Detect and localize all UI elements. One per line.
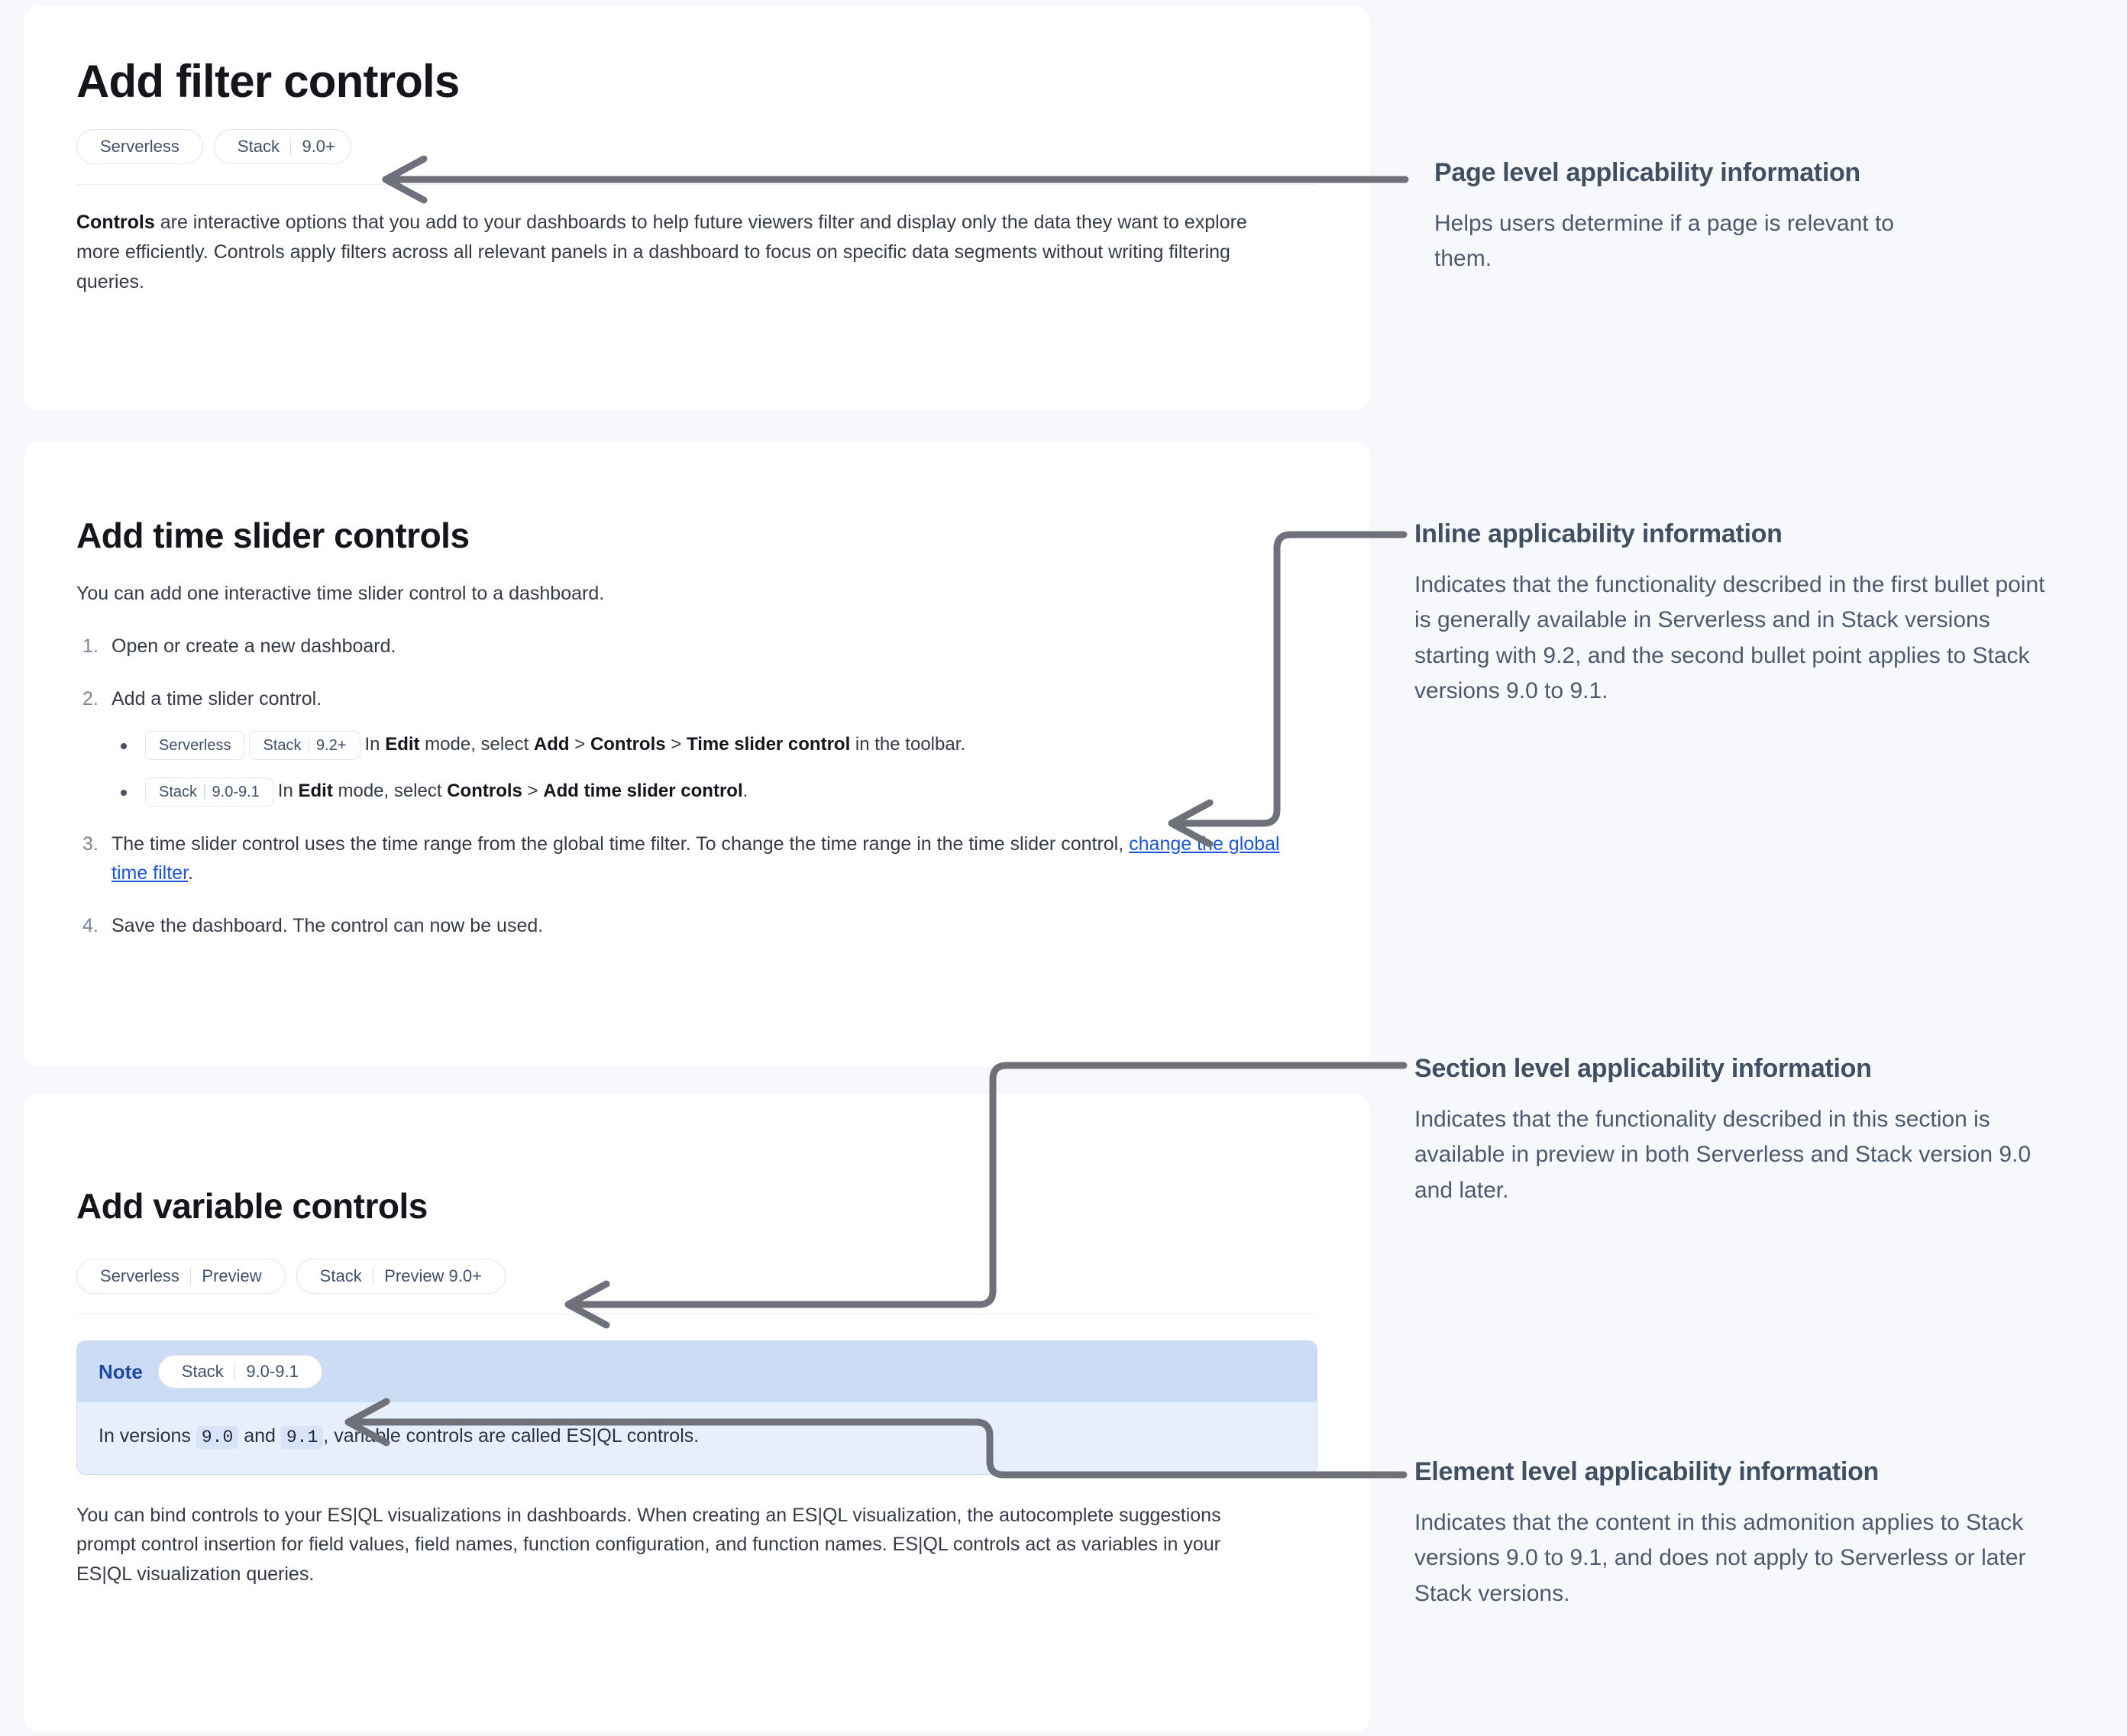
annotation-title: Section level applicability information bbox=[1414, 1054, 1872, 1083]
badge-serverless-preview[interactable]: Serverless Preview bbox=[76, 1259, 286, 1294]
note-chip-separator bbox=[234, 1363, 236, 1380]
chip-stack-version: 9.2+ bbox=[316, 736, 347, 754]
step-text-tail: . bbox=[188, 862, 193, 884]
step-item: Add a time slider control. Serverless St… bbox=[76, 684, 1317, 807]
badge-stack-version: 9.0+ bbox=[302, 137, 335, 156]
chip-separator bbox=[204, 784, 205, 800]
bullet-text: In Edit mode, select Controls > Add time… bbox=[277, 780, 748, 801]
step-item: Open or create a new dashboard. bbox=[76, 632, 1317, 661]
inline-code: 9.1 bbox=[280, 1426, 324, 1449]
annotation-title: Inline applicability information bbox=[1414, 519, 1783, 548]
badge-stack-label: Stack bbox=[237, 137, 280, 156]
chip-stack[interactable]: Stack 9.0-9.1 bbox=[145, 777, 273, 807]
page-intro-rest: are interactive options that you add to … bbox=[76, 212, 1247, 293]
step-text: Add a time slider control. bbox=[112, 687, 322, 710]
badge-serverless-version: Preview bbox=[202, 1266, 262, 1285]
section-title-time-slider: Add time slider controls bbox=[76, 516, 470, 555]
note-chip-version: 9.0-9.1 bbox=[246, 1362, 299, 1381]
annotation-text: Indicates that the functionality describ… bbox=[1414, 571, 2045, 704]
step-item: Save the dashboard. The control can now … bbox=[76, 911, 1317, 941]
chip-stack[interactable]: Stack 9.2+ bbox=[249, 730, 360, 760]
note-chip-stack[interactable]: Stack 9.0-9.1 bbox=[157, 1355, 322, 1388]
badge-separator bbox=[189, 1268, 192, 1285]
doc-card-time-slider: Add time slider controls You can add one… bbox=[24, 441, 1369, 1066]
page-intro-bold: Controls bbox=[76, 212, 155, 233]
badge-serverless[interactable]: Serverless bbox=[76, 129, 203, 164]
time-slider-lead: You can add one interactive time slider … bbox=[76, 583, 605, 604]
annotation-element-level: Element level applicability information … bbox=[1414, 1456, 2067, 1612]
annotation-text: Helps users determine if a page is relev… bbox=[1434, 210, 1894, 272]
annotation-title: Page level applicability information bbox=[1434, 158, 1860, 187]
chip-serverless[interactable]: Serverless bbox=[145, 730, 245, 760]
chip-stack-version: 9.0-9.1 bbox=[212, 783, 260, 800]
chip-serverless-label: Serverless bbox=[159, 736, 231, 754]
chip-separator bbox=[308, 738, 310, 753]
header-divider bbox=[76, 184, 1317, 185]
step-text: Save the dashboard. The control can now … bbox=[112, 915, 544, 937]
step-bullets: Serverless Stack 9.2+ In Edit mode, sele… bbox=[112, 730, 1317, 807]
badge-stack-label: Stack bbox=[319, 1266, 362, 1285]
bullet-text: In Edit mode, select Add > Controls > Ti… bbox=[364, 734, 966, 755]
section-applicability-badges: Serverless Preview Stack Preview 9.0+ bbox=[76, 1259, 1317, 1294]
annotation-title: Element level applicability information bbox=[1414, 1457, 1880, 1486]
note-label: Note bbox=[99, 1359, 143, 1383]
step-text: Open or create a new dashboard. bbox=[112, 635, 396, 657]
step-text: The time slider control uses the time ra… bbox=[112, 832, 1130, 855]
note-body-text: In versions 9.0 and 9.1, variable contro… bbox=[99, 1425, 700, 1449]
section-title-variable: Add variable controls bbox=[76, 1186, 428, 1226]
badge-serverless-label: Serverless bbox=[100, 1266, 179, 1285]
doc-card-variable-controls: Add variable controls Serverless Preview… bbox=[24, 1094, 1369, 1732]
note-chip-label: Stack bbox=[181, 1362, 224, 1381]
annotation-text: Indicates that the content in this admon… bbox=[1414, 1509, 2026, 1606]
annotation-section-level: Section level applicability information … bbox=[1414, 1052, 2067, 1208]
page-applicability-badges: Serverless Stack 9.0+ bbox=[76, 129, 1317, 164]
doc-card-page-header: Add filter controls Serverless Stack 9.0… bbox=[24, 6, 1369, 411]
annotation-inline-level: Inline applicability information Indicat… bbox=[1414, 518, 2067, 710]
note-body: In versions 9.0 and 9.1, variable contro… bbox=[77, 1402, 1317, 1474]
note-text-run: In versions bbox=[99, 1425, 196, 1447]
list-item: Stack 9.0-9.1 In Edit mode, select Contr… bbox=[112, 777, 1317, 807]
page-intro-paragraph: Controls are interactive options that yo… bbox=[76, 208, 1275, 296]
badge-separator bbox=[372, 1268, 374, 1285]
annotation-page-level: Page level applicability information Hel… bbox=[1434, 157, 1923, 277]
variable-paragraph: You can bind controls to your ES|QL visu… bbox=[76, 1504, 1221, 1586]
page-title: Add filter controls bbox=[76, 56, 460, 107]
step-item: The time slider control uses the time ra… bbox=[76, 829, 1314, 889]
badge-stack-version: Preview 9.0+ bbox=[384, 1266, 482, 1285]
note-header: Note Stack 9.0-9.1 bbox=[77, 1341, 1317, 1402]
badge-serverless-label: Serverless bbox=[100, 137, 179, 156]
list-item: Serverless Stack 9.2+ In Edit mode, sele… bbox=[112, 730, 1317, 760]
badge-stack-preview[interactable]: Stack Preview 9.0+ bbox=[296, 1259, 506, 1294]
chip-stack-label: Stack bbox=[159, 783, 198, 800]
inline-code: 9.0 bbox=[196, 1426, 239, 1449]
badge-separator bbox=[289, 138, 292, 155]
time-slider-steps: Open or create a new dashboard. Add a ti… bbox=[76, 632, 1317, 941]
chip-stack-label: Stack bbox=[263, 736, 302, 754]
note-text-run: , variable controls are called ES|QL con… bbox=[323, 1425, 700, 1447]
annotation-text: Indicates that the functionality describ… bbox=[1414, 1106, 2032, 1203]
note-admonition: Note Stack 9.0-9.1 In versions 9.0 and 9… bbox=[76, 1340, 1317, 1475]
note-text-run: and bbox=[238, 1425, 281, 1447]
badge-stack[interactable]: Stack 9.0+ bbox=[213, 129, 351, 164]
